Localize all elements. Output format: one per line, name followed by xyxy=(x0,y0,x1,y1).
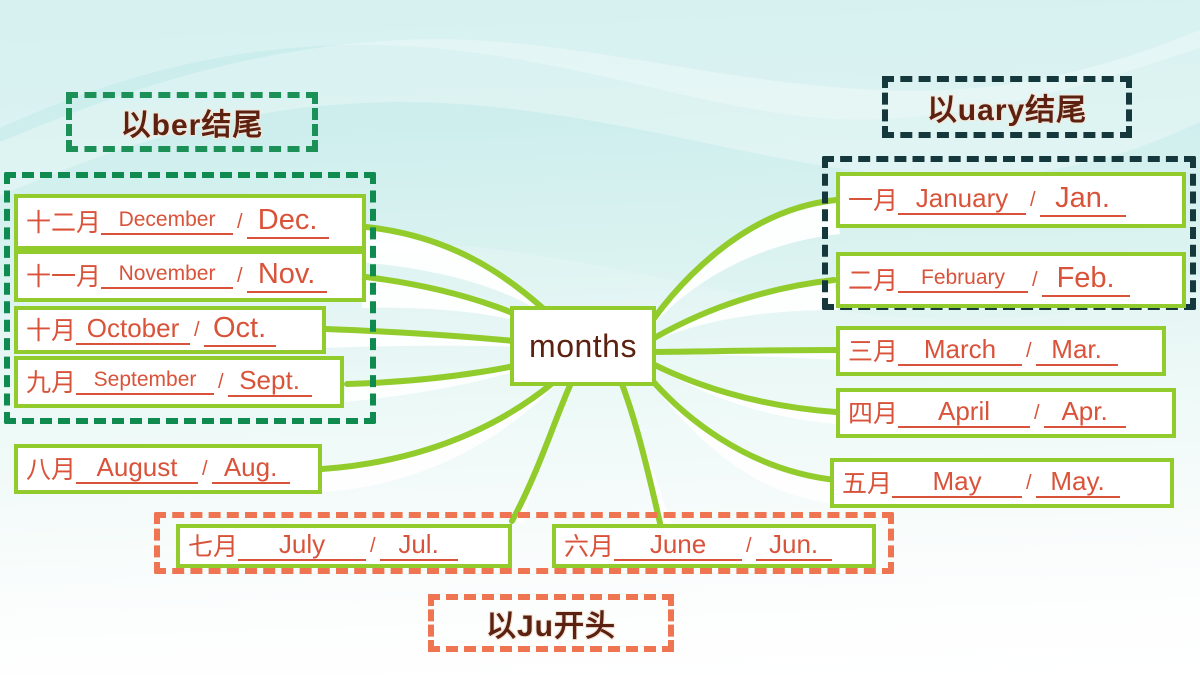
separator-september: / xyxy=(218,370,224,393)
caption-label-ju: 以Ju开头 xyxy=(485,610,616,643)
separator-april: / xyxy=(1034,401,1040,424)
month-full-october: October xyxy=(76,314,191,346)
month-abbr-august: Aug. xyxy=(211,453,290,485)
month-full-september: September xyxy=(76,369,215,395)
month-card-march[interactable]: 三月 March / Mar. xyxy=(836,326,1166,376)
month-cn-march: 三月 xyxy=(848,336,899,366)
month-cn-february: 二月 xyxy=(848,265,899,295)
separator-november: / xyxy=(237,264,243,287)
month-cn-january: 一月 xyxy=(848,185,899,215)
month-card-november[interactable]: 十一月 November / Nov. xyxy=(14,250,366,302)
separator-february: / xyxy=(1032,268,1038,291)
month-abbr-july: Jul. xyxy=(379,530,458,562)
month-abbr-october: Oct. xyxy=(203,313,276,347)
month-cn-may: 五月 xyxy=(842,468,893,498)
month-full-march: March xyxy=(898,335,1023,367)
month-abbr-september: Sept. xyxy=(227,366,312,398)
month-cn-july: 七月 xyxy=(188,531,239,561)
month-full-july: July xyxy=(238,530,367,562)
separator-december: / xyxy=(237,210,243,233)
separator-march: / xyxy=(1026,339,1032,362)
month-abbr-march: Mar. xyxy=(1035,335,1118,367)
month-cn-december: 十二月 xyxy=(26,207,102,237)
month-full-february: February xyxy=(898,267,1029,293)
center-node-months[interactable]: months xyxy=(510,306,656,386)
month-abbr-june: Jun. xyxy=(755,530,832,562)
month-card-february[interactable]: 二月 February / Feb. xyxy=(836,252,1186,308)
separator-may: / xyxy=(1026,471,1032,494)
month-card-september[interactable]: 九月 September / Sept. xyxy=(14,356,344,408)
group-frame-ju xyxy=(154,512,894,574)
month-card-april[interactable]: 四月 April / Apr. xyxy=(836,388,1176,438)
connector-april xyxy=(631,351,839,415)
caption-chip-ju: 以Ju开头 xyxy=(428,594,674,652)
separator-august: / xyxy=(202,457,208,480)
month-abbr-april: Apr. xyxy=(1043,397,1126,429)
month-cn-april: 四月 xyxy=(848,398,899,428)
month-cn-november: 十一月 xyxy=(26,261,102,291)
month-abbr-december: Dec. xyxy=(246,205,329,239)
month-full-december: December xyxy=(101,209,234,235)
separator-october: / xyxy=(194,318,200,341)
month-full-january: January xyxy=(898,184,1027,216)
month-full-june: June xyxy=(614,530,743,562)
month-card-december[interactable]: 十二月 December / Dec. xyxy=(14,194,366,250)
month-abbr-november: Nov. xyxy=(246,259,327,293)
month-cn-june: 六月 xyxy=(564,531,615,561)
month-card-august[interactable]: 八月 August / Aug. xyxy=(14,444,322,494)
month-full-november: November xyxy=(101,263,234,289)
month-full-april: April xyxy=(898,397,1031,429)
month-card-january[interactable]: 一月 January / Jan. xyxy=(836,172,1186,228)
center-node-label: months xyxy=(529,327,637,364)
separator-july: / xyxy=(370,534,376,557)
separator-june: / xyxy=(746,534,752,557)
month-card-october[interactable]: 十月 October / Oct. xyxy=(14,306,326,354)
separator-january: / xyxy=(1030,188,1036,211)
month-cn-october: 十月 xyxy=(26,315,77,345)
month-card-june[interactable]: 六月 June / Jun. xyxy=(552,524,876,568)
caption-chip-uary: 以uary结尾 xyxy=(882,76,1132,138)
caption-chip-ber: 以ber结尾 xyxy=(66,92,318,152)
month-full-august: August xyxy=(76,453,199,485)
month-card-july[interactable]: 七月 July / Jul. xyxy=(176,524,512,568)
group-frame-ber xyxy=(4,172,376,424)
month-abbr-january: Jan. xyxy=(1039,183,1126,217)
caption-label-ber: 以ber结尾 xyxy=(120,109,264,142)
month-cn-august: 八月 xyxy=(26,454,77,484)
caption-label-uary: 以uary结尾 xyxy=(926,94,1088,127)
month-full-may: May xyxy=(892,467,1023,499)
connector-march xyxy=(631,347,841,355)
connector-june xyxy=(611,362,663,526)
month-cn-september: 九月 xyxy=(26,367,77,397)
month-abbr-may: May. xyxy=(1035,467,1120,499)
month-abbr-february: Feb. xyxy=(1041,263,1130,297)
month-card-may[interactable]: 五月 May / May. xyxy=(830,458,1174,508)
